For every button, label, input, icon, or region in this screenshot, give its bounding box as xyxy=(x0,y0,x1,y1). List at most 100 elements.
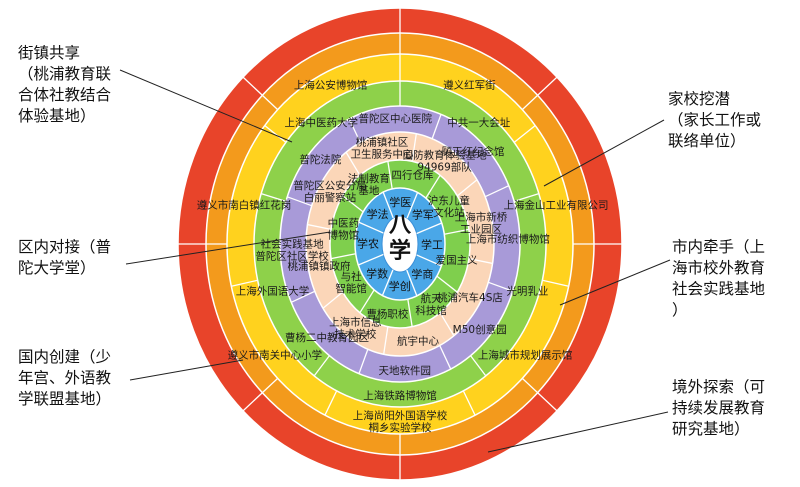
callout-street-line: （桃浦教育联 xyxy=(18,65,111,83)
diagram-rings xyxy=(177,7,623,481)
green-inner-label: 沪东儿童文化站 xyxy=(428,194,470,219)
callout-street-line: 街镇共享 xyxy=(18,44,80,62)
green-outer-divider xyxy=(313,355,330,377)
green-outer-label: 光明乳业 xyxy=(506,285,548,298)
callout-line-abroad xyxy=(487,411,669,453)
green-outer-divider xyxy=(470,355,487,377)
core-divider xyxy=(416,254,442,267)
yellow-divider xyxy=(324,390,338,416)
peach-label: 上海市信息技术学校 xyxy=(329,315,382,340)
core-divider xyxy=(381,269,394,296)
callout-abroad-line: 境外探索（可 xyxy=(672,377,765,396)
purple-label: M50创意园 xyxy=(453,323,507,336)
callout-home-line: （家长工作或 xyxy=(668,111,761,129)
core-divider xyxy=(358,221,384,234)
purple-divider xyxy=(439,345,452,370)
callout-line-street xyxy=(119,69,293,143)
red-divider xyxy=(242,76,279,111)
green-outer-label: 上海中医药大学 xyxy=(284,116,358,129)
purple-label: 顾正红纪念馆 xyxy=(441,145,504,158)
callout-leader-lines xyxy=(119,69,671,453)
yellow-label: 上海金山工业有限公司 xyxy=(503,199,608,212)
core-cell-label: 学医 xyxy=(389,195,411,209)
yellow-label: 遵义红军街 xyxy=(443,79,496,92)
core-cell-label: 学商 xyxy=(411,267,433,281)
core-cell-label: 学工 xyxy=(421,237,443,251)
callout-city: 市内牵手（上海市校外教育社会实践基地 ） xyxy=(672,238,765,319)
red-divider xyxy=(521,76,558,111)
callout-district-line: 陀大学堂） xyxy=(18,259,96,277)
green-inner-divider xyxy=(425,174,441,199)
yellow-label: 遵义市南白镇红花岗 xyxy=(197,199,292,212)
yellow-divider xyxy=(231,279,258,287)
callout-national-line: 学联盟基地） xyxy=(18,390,111,408)
green-inner-label: 爱国主义 xyxy=(436,253,478,266)
yellow-divider xyxy=(542,279,569,287)
purple-label: 天地软件园 xyxy=(378,364,431,377)
green-inner-label: 航天科技馆 xyxy=(415,292,447,317)
green-inner-label: 法制教育基地 xyxy=(348,172,390,197)
yellow-label: 上海尚阳外国语学校桐乡实验学校 xyxy=(353,409,448,434)
callout-home-line: 家校挖潜 xyxy=(668,90,731,108)
peach-label: 桃浦汽车4S店 xyxy=(437,291,503,304)
peach-divider xyxy=(322,291,344,309)
callout-city-line: 海市校外教育 xyxy=(672,259,765,277)
peach-divider xyxy=(468,257,493,265)
green-inner-label: 四行仓库 xyxy=(392,169,434,182)
core-cell-label: 学农 xyxy=(357,237,379,251)
callout-national-line: 国内创建（少 xyxy=(18,348,111,366)
green-inner-divider xyxy=(387,161,393,189)
center-label-top: 八 xyxy=(389,213,412,238)
core-cell-label: 学数 xyxy=(366,266,388,280)
purple-divider xyxy=(348,118,361,143)
purple-divider xyxy=(431,114,442,139)
core-cell-label: 学创 xyxy=(389,279,411,293)
green-outer-label: 中共一大会址 xyxy=(447,116,510,129)
yellow-label: 遵义市南关中心小学 xyxy=(228,348,323,361)
green-inner-divider xyxy=(444,228,470,235)
core-divider xyxy=(358,253,384,266)
purple-label: 普陀法院 xyxy=(299,153,341,166)
core-divider xyxy=(406,192,419,219)
callout-district: 区内对接（普陀大学堂） xyxy=(18,238,111,277)
green-outer-divider xyxy=(513,193,540,202)
diagram-center: 八 学 xyxy=(389,213,412,264)
callout-national-line: 年宫、外语教 xyxy=(18,369,112,387)
core-divider xyxy=(406,269,418,297)
peach-label: 上海市新桥工业园区 xyxy=(455,211,508,236)
core-cell-label: 学法 xyxy=(367,207,389,221)
green-inner-divider xyxy=(359,289,375,314)
callout-national: 国内创建（少年宫、外语教学联盟基地） xyxy=(18,348,112,408)
green-outer-label: 上海外国语大学 xyxy=(236,285,310,298)
yellow-label: 上海公安博物馆 xyxy=(294,79,368,92)
purple-divider xyxy=(358,349,369,374)
purple-divider xyxy=(290,290,316,303)
green-inner-label: 中医药博物馆 xyxy=(328,217,360,242)
callout-abroad-line: 持续发展教育 xyxy=(672,399,765,417)
callout-city-line: ） xyxy=(672,301,688,319)
peach-divider xyxy=(411,133,417,162)
yellow-divider xyxy=(264,125,287,143)
purple-label: 普陀区中心医院 xyxy=(359,112,433,125)
red-divider xyxy=(242,377,279,412)
green-inner-label: 曹杨职校 xyxy=(366,307,408,320)
green-inner-divider xyxy=(330,253,356,260)
green-outer-divider xyxy=(260,193,287,202)
callout-line-district xyxy=(125,231,331,265)
peach-label: 普陀区公安分局白丽警察站 xyxy=(293,179,367,204)
callout-home: 家校挖潜（家长工作或联络单位） xyxy=(668,90,761,150)
callout-city-line: 社会实践基地 xyxy=(672,280,765,298)
purple-label: 曹杨二中教育园区 xyxy=(285,331,369,344)
callout-street-line: 体验基地） xyxy=(18,107,96,125)
callout-district-line: 区内对接（普 xyxy=(18,238,111,256)
yellow-divider xyxy=(462,390,476,416)
peach-divider xyxy=(383,326,389,355)
peach-divider xyxy=(439,312,455,337)
callout-street: 街镇共享（桃浦教育联合体社教结合体验基地） xyxy=(18,44,112,125)
peach-divider xyxy=(345,151,361,176)
green-outer-label: 上海铁路博物馆 xyxy=(363,389,437,402)
green-inner-divider xyxy=(436,275,458,293)
callout-city-line: 市内牵手（上 xyxy=(672,238,765,256)
